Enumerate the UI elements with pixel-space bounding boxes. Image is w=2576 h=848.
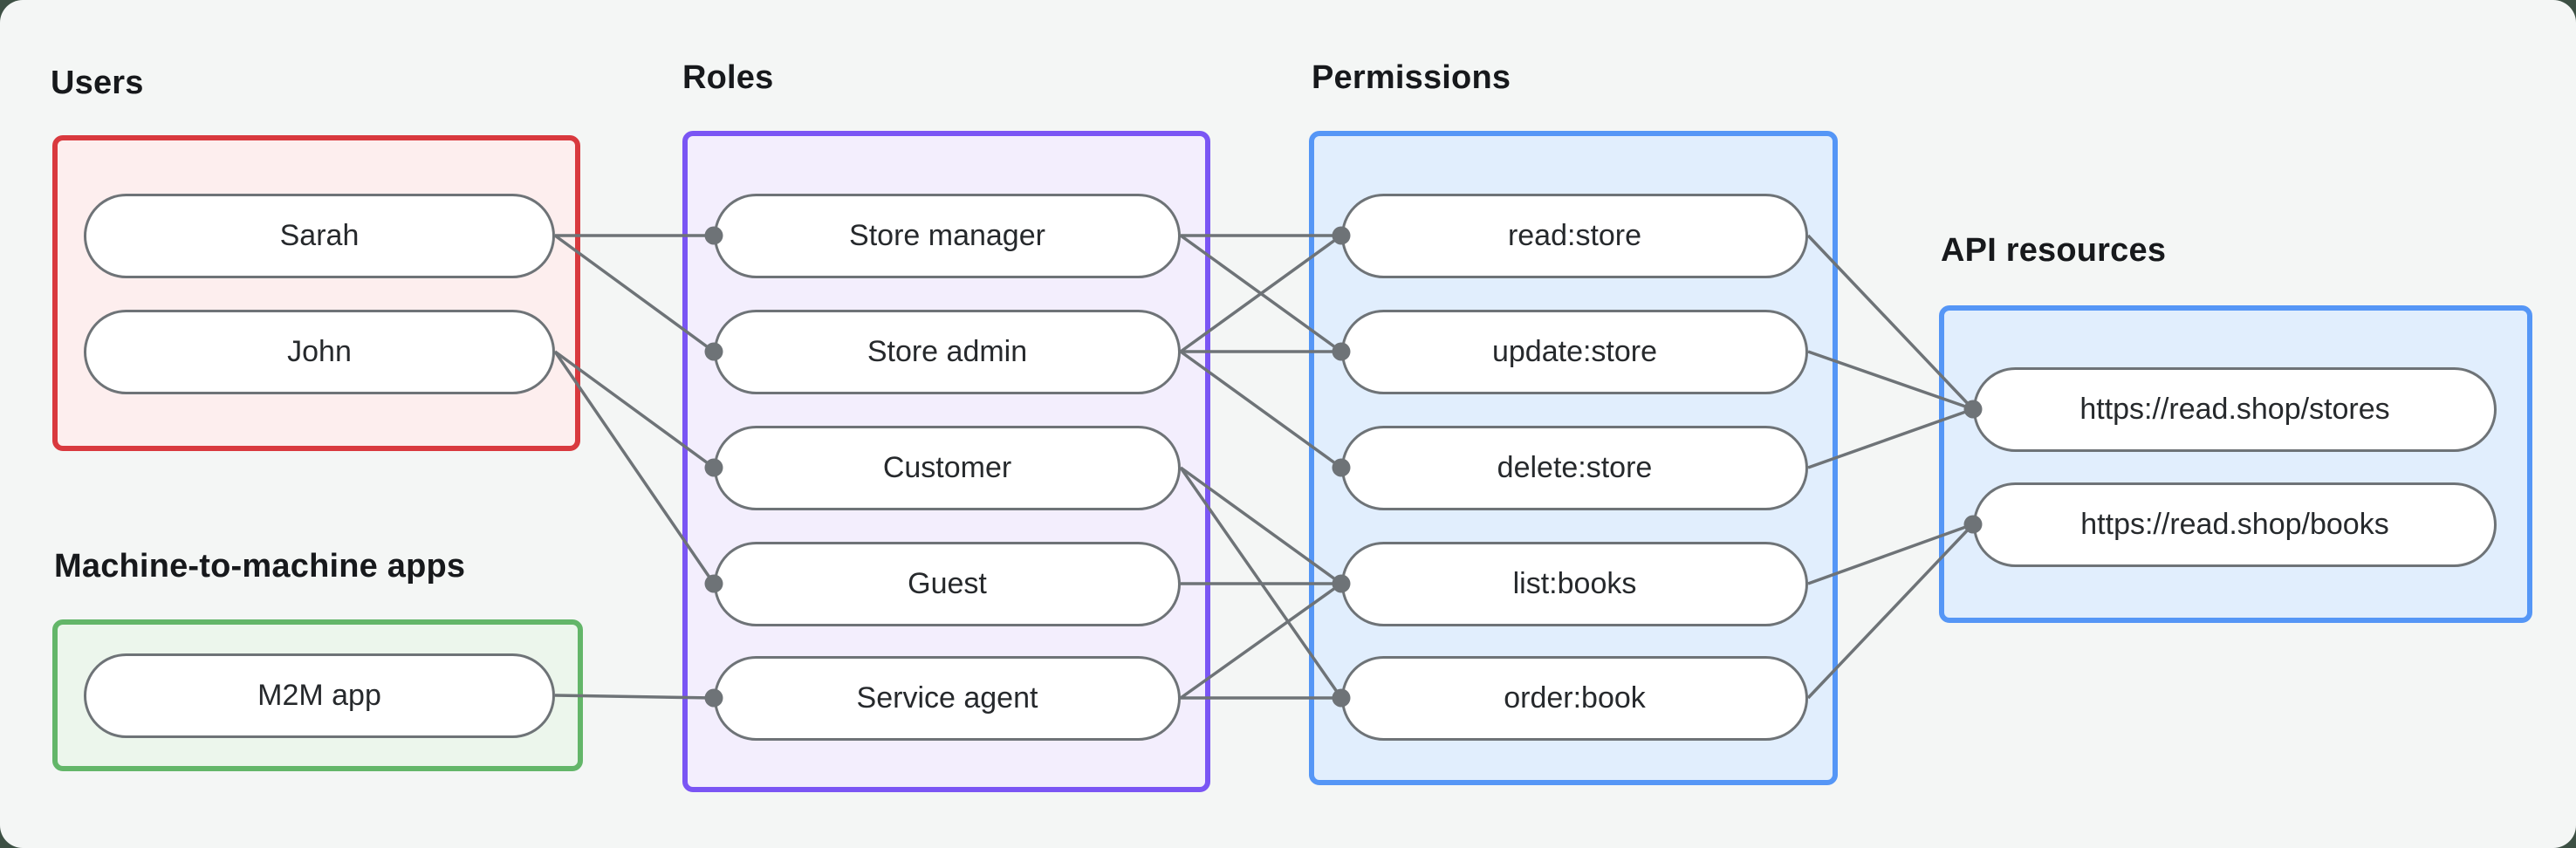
node-m2m-app: M2M app: [84, 653, 555, 738]
node-api-books: https://read.shop/books: [1973, 482, 2497, 567]
permissions-group-label: Permissions: [1312, 59, 1511, 96]
m2m-apps-group-label: Machine-to-machine apps: [54, 548, 466, 585]
users-group-label: Users: [51, 65, 144, 101]
node-john: John: [84, 309, 555, 394]
node-customer: Customer: [714, 425, 1181, 510]
node-service-agent: Service agent: [714, 655, 1181, 741]
node-update-store: update:store: [1341, 309, 1808, 394]
node-sarah: Sarah: [84, 193, 555, 278]
api-resources-group-box: [1939, 305, 2532, 623]
api-resources-group-label: API resources: [1941, 232, 2167, 269]
node-delete-store: delete:store: [1341, 425, 1808, 510]
node-store-admin: Store admin: [714, 309, 1181, 394]
node-read-store: read:store: [1341, 193, 1808, 278]
node-guest: Guest: [714, 541, 1181, 626]
users-group-box: [52, 135, 580, 451]
node-api-stores: https://read.shop/stores: [1973, 366, 2497, 452]
node-list-books: list:books: [1341, 541, 1808, 626]
node-store-manager: Store manager: [714, 193, 1181, 278]
roles-group-label: Roles: [682, 59, 774, 96]
node-order-book: order:book: [1341, 655, 1808, 741]
